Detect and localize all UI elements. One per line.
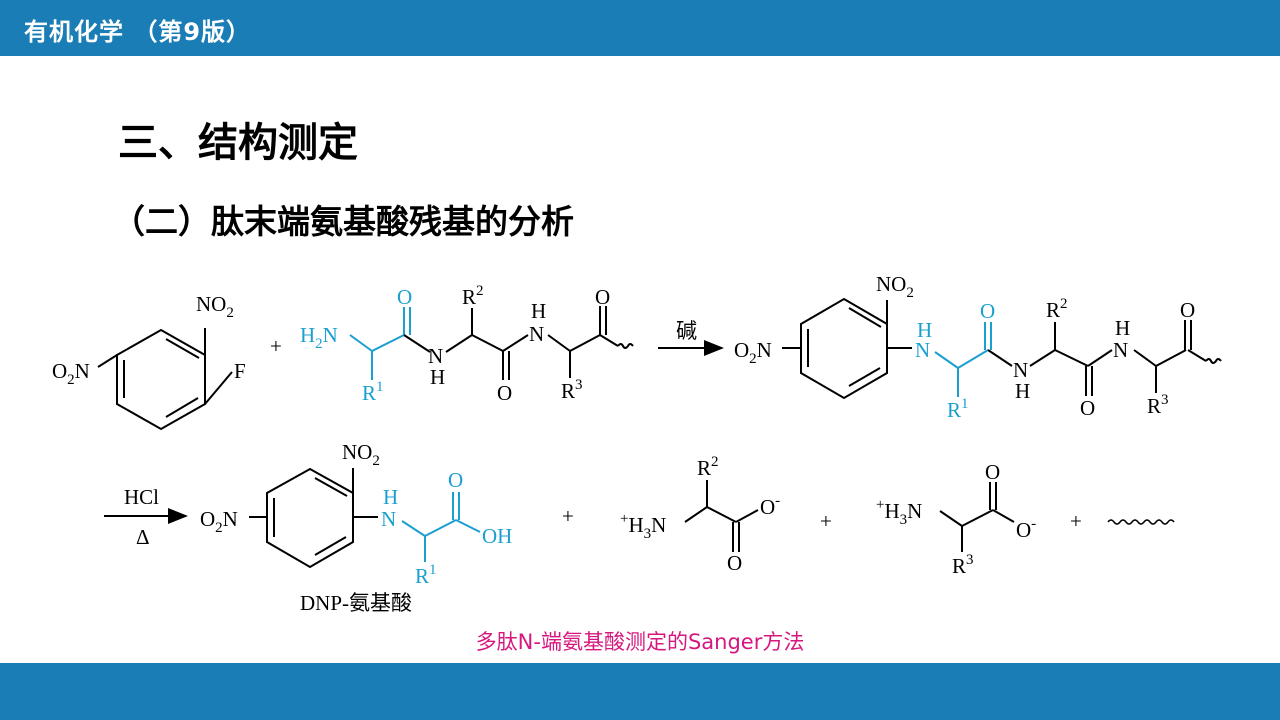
r3-label: R3 xyxy=(952,552,974,578)
nitro-group-label: O2N xyxy=(52,359,90,388)
nitro-group-label: NO2 xyxy=(342,440,380,469)
sanger-reaction-scheme: NO2 O2N F + H2N O R1 N xyxy=(52,272,1222,615)
carboxylate-oxygen-label: O- xyxy=(760,493,780,519)
base-condition-label: 碱 xyxy=(676,319,697,343)
carbonyl-oxygen-label: O xyxy=(1080,396,1095,420)
carbonyl-oxygen-label: O xyxy=(980,299,995,323)
nitro-group-label: NO2 xyxy=(196,292,234,321)
r3-label: R3 xyxy=(561,377,583,403)
amine-h-label: H xyxy=(917,318,932,342)
plus-sign: + xyxy=(1070,509,1082,533)
top-banner: 有机化学 （第9版） xyxy=(0,0,1280,56)
carbonyl-oxygen-label: O xyxy=(727,551,742,575)
amide-h-label: H xyxy=(531,299,546,323)
hcl-condition-label: HCl xyxy=(124,485,159,509)
amine-h-label: H xyxy=(383,485,398,509)
header-title: 有机化学 （第9版） xyxy=(24,18,252,46)
carbonyl-oxygen-label: O xyxy=(448,468,463,492)
plus-sign: + xyxy=(820,509,832,533)
heat-condition-label: Δ xyxy=(136,525,150,549)
carbonyl-oxygen-label: O xyxy=(497,381,512,405)
plus-sign: + xyxy=(562,504,574,528)
hydroxyl-label: OH xyxy=(482,524,512,548)
r2-label: R2 xyxy=(1046,296,1068,322)
dnp-amino-acid-molecule xyxy=(249,467,481,569)
ammonium-label: +H3N xyxy=(620,511,666,542)
r2-label: R2 xyxy=(697,454,719,480)
ammonium-label: +H3N xyxy=(876,497,922,528)
figure-caption: 多肽N-端氨基酸测定的Sanger方法 xyxy=(475,630,805,654)
dnfb-molecule xyxy=(97,328,233,431)
r3-label: R3 xyxy=(1147,392,1169,418)
benzene-ring-3 xyxy=(266,467,354,569)
amide-h-label: H xyxy=(430,365,445,389)
amide-h-label: H xyxy=(1015,379,1030,403)
amide-n-label: N xyxy=(1113,338,1128,362)
carbonyl-oxygen-label: O xyxy=(397,285,412,309)
carboxylate-oxygen-label: O- xyxy=(1016,516,1036,542)
r1-label: R1 xyxy=(362,379,384,405)
subsection-heading: （二）肽末端氨基酸残基的分析 xyxy=(112,202,574,241)
dnp-peptide-molecule xyxy=(782,297,1222,400)
r2-label: R2 xyxy=(462,283,484,309)
amino-acid-r2-molecule xyxy=(684,480,759,552)
amine-label: H2N xyxy=(300,323,338,352)
benzene-ring-1 xyxy=(116,328,206,431)
amide-n-label: N xyxy=(1013,358,1028,382)
bottom-banner xyxy=(0,663,1280,720)
nitro-group-label: O2N xyxy=(200,507,238,536)
peptide-molecule xyxy=(349,306,634,380)
benzene-ring-2 xyxy=(800,297,888,400)
amide-n-label: N xyxy=(529,322,544,346)
section-heading: 三、结构测定 xyxy=(118,120,358,166)
carbonyl-oxygen-label: O xyxy=(595,285,610,309)
plus-sign: + xyxy=(270,334,282,358)
fluorine-label: F xyxy=(234,359,246,383)
carbonyl-oxygen-label: O xyxy=(1180,298,1195,322)
r1-label: R1 xyxy=(415,562,437,588)
nitro-group-label: NO2 xyxy=(876,272,914,301)
carbonyl-oxygen-label: O xyxy=(985,460,1000,484)
dnp-amino-acid-label: DNP-氨基酸 xyxy=(300,591,412,615)
amino-acid-r3-molecule xyxy=(939,482,1015,552)
amine-n-label: N xyxy=(381,507,396,531)
continuation-wave xyxy=(1107,519,1175,525)
nitro-group-label: O2N xyxy=(734,338,772,367)
r1-label: R1 xyxy=(947,396,969,422)
amide-h-label: H xyxy=(1115,316,1130,340)
amide-n-label: N xyxy=(428,344,443,368)
amine-n-label: N xyxy=(915,338,930,362)
